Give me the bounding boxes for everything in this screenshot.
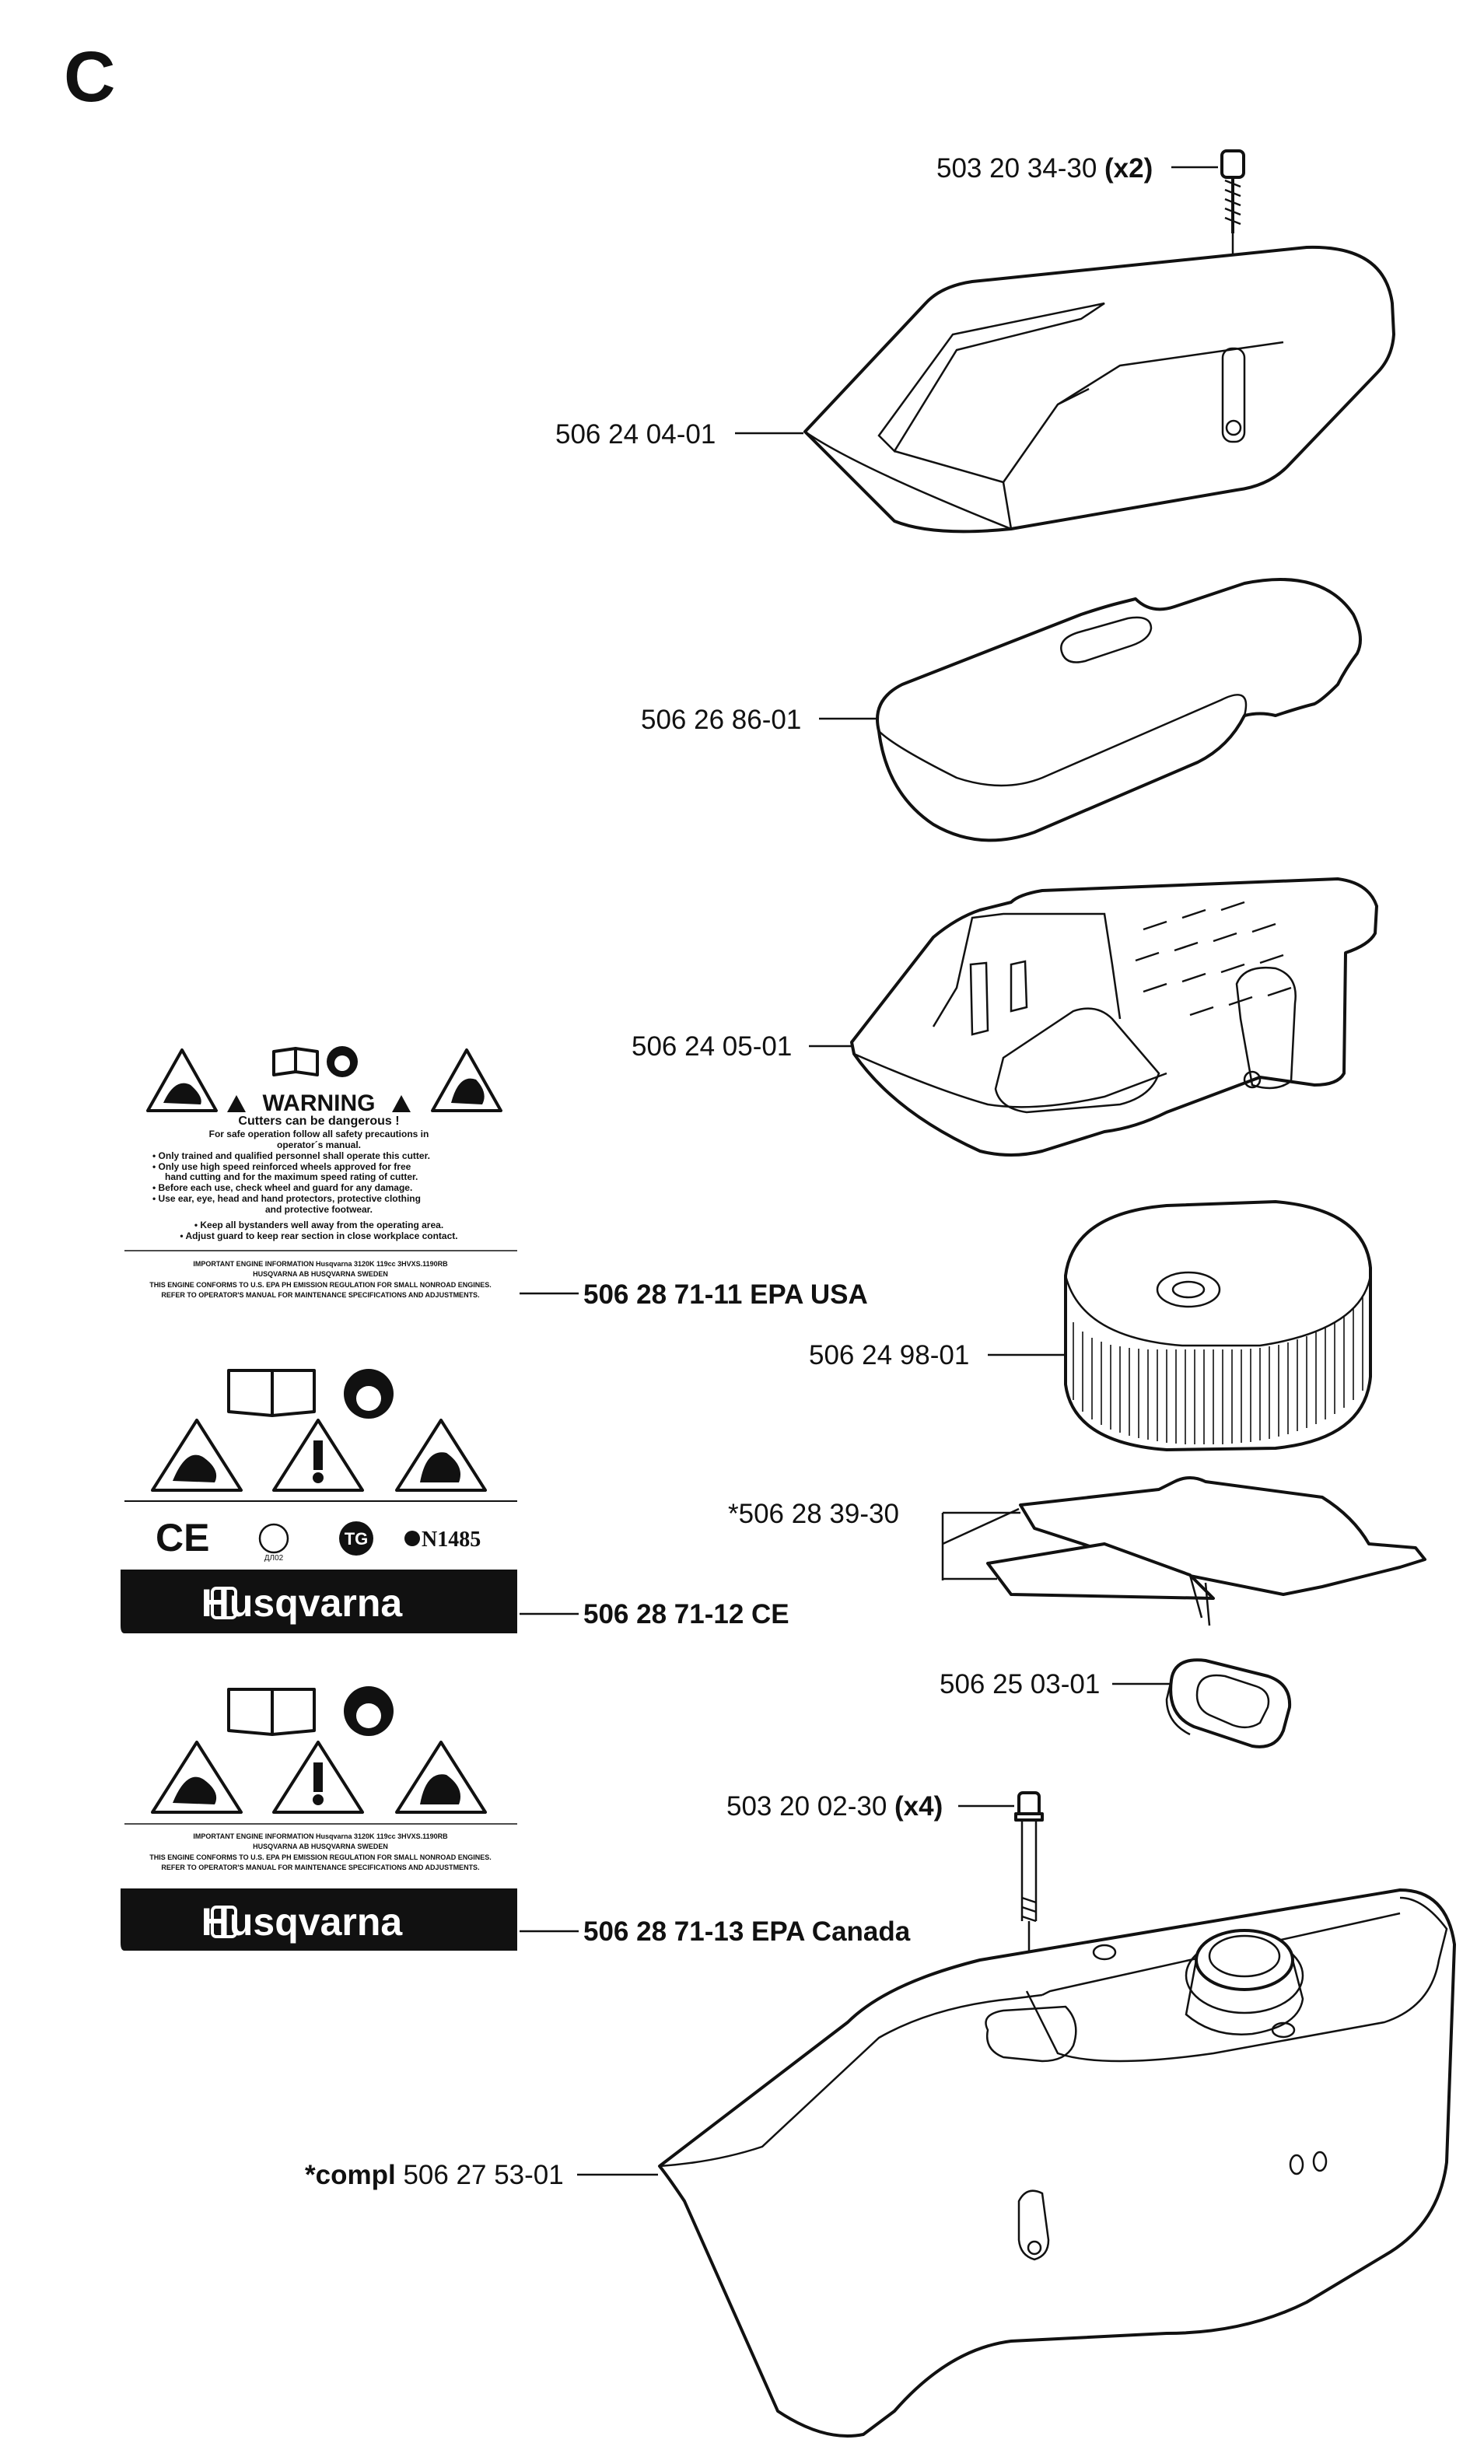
rubber-seal-part: [1165, 1658, 1292, 1748]
svg-text:TG: TG: [345, 1529, 369, 1549]
section-letter: C: [64, 37, 115, 117]
callout-decal-epa-usa: 506 28 71-11 EPA USA: [583, 1279, 868, 1310]
callout-decal-epa-canada: 506 28 71-13 EPA Canada: [583, 1916, 911, 1947]
callout-decal-ce: 506 28 71-12 CE: [583, 1599, 789, 1629]
certification-mark-icon: [339, 1521, 373, 1556]
decal-warning-title: WARNING: [263, 1090, 376, 1116]
gasket-part: [986, 1476, 1426, 1626]
air-filter-part: [1064, 1200, 1372, 1451]
husqvarna-crown-icon: [211, 1906, 237, 1938]
decal-epa-canada: IMPORTANT ENGINE INFORMATION Husqvarna 3…: [121, 1686, 517, 1951]
svg-text:N1485: N1485: [422, 1528, 481, 1552]
svg-text:and protective footwear.: and protective footwear.: [265, 1204, 373, 1215]
svg-text:hand cutting and for the maxim: hand cutting and for the maximum speed r…: [165, 1171, 418, 1182]
decal-ce: CE ДЛ02 TG N1485 Husqvarna: [121, 1369, 517, 1633]
svg-text:• Only use high speed reinforc: • Only use high speed reinforced wheels …: [152, 1161, 411, 1172]
svg-text:IMPORTANT ENGINE INFORMATION H: IMPORTANT ENGINE INFORMATION Husqvarna 3…: [193, 1832, 448, 1840]
svg-text:REFER TO OPERATOR'S MANUAL FOR: REFER TO OPERATOR'S MANUAL FOR MAINTENAN…: [161, 1864, 479, 1871]
ce-mark: CE: [156, 1516, 209, 1559]
svg-text:HUSQVARNA AB HUSQVARNA SWEDEN: HUSQVARNA AB HUSQVARNA SWEDEN: [253, 1843, 388, 1850]
svg-text:ДЛ02: ДЛ02: [264, 1554, 284, 1563]
callout-screw-bottom: 503 20 02-30 (x4): [726, 1791, 943, 1822]
svg-text:• Only trained and qualified p: • Only trained and qualified personnel s…: [152, 1150, 430, 1161]
prefilter-part: [876, 578, 1362, 842]
callout-prefilter: 506 26 86-01: [641, 705, 801, 735]
svg-text:• Before each use, check wheel: • Before each use, check wheel and guard…: [152, 1182, 412, 1193]
decal-warning-sub: Cutters can be dangerous !: [238, 1115, 399, 1128]
svg-text:THIS ENGINE CONFORMS TO U.S. E: THIS ENGINE CONFORMS TO U.S. EPA PH EMIS…: [149, 1853, 492, 1861]
callout-cover: 506 24 04-01: [555, 419, 716, 450]
decal-epa-usa: WARNING Cutters can be dangerous ! For s…: [124, 1046, 517, 1299]
svg-text:• Use ear, eye, head and hand: • Use ear, eye, head and hand protectors…: [152, 1193, 421, 1204]
svg-text:IMPORTANT ENGINE INFORMATION H: IMPORTANT ENGINE INFORMATION Husqvarna 3…: [193, 1260, 448, 1268]
manual-book-icon: [227, 1688, 316, 1736]
svg-text:THIS ENGINE CONFORMS TO U.S. E: THIS ENGINE CONFORMS TO U.S. EPA PH EMIS…: [149, 1281, 492, 1289]
callout-screw-top: 503 20 34-30 (x2): [936, 153, 1153, 184]
callout-rubber-seal: 506 25 03-01: [940, 1669, 1100, 1699]
cover-part: [803, 245, 1395, 534]
callout-gasket: *506 28 39-30: [728, 1499, 899, 1529]
manual-book-icon: [227, 1369, 316, 1417]
svg-text:• Adjust guard to keep rear se: • Adjust guard to keep rear section in c…: [180, 1230, 457, 1241]
svg-text:For safe operation follow all: For safe operation follow all safety pre…: [209, 1129, 429, 1139]
manual-book-icon: [272, 1047, 319, 1076]
svg-text:operator´s manual.: operator´s manual.: [277, 1139, 361, 1150]
svg-text:REFER TO OPERATOR'S MANUAL FOR: REFER TO OPERATOR'S MANUAL FOR MAINTENAN…: [161, 1291, 479, 1299]
callout-housing: *compl 506 27 53-01: [305, 2160, 564, 2190]
svg-text:HUSQVARNA AB HUSQVARNA SWEDEN: HUSQVARNA AB HUSQVARNA SWEDEN: [253, 1270, 388, 1278]
callout-air-filter: 506 24 98-01: [809, 1340, 969, 1370]
housing-part: [658, 1888, 1456, 2438]
callout-filter-holder: 506 24 05-01: [632, 1031, 792, 1062]
filter-holder-part: [850, 877, 1378, 1157]
husqvarna-crown-icon: [211, 1587, 237, 1619]
gost-mark-icon: [258, 1523, 289, 1554]
svg-text:• Keep all bystanders well awa: • Keep all bystanders well away from the…: [194, 1220, 443, 1230]
